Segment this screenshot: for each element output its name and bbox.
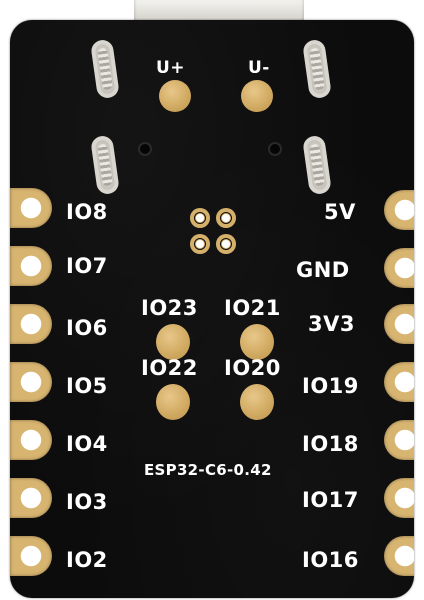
right-pin-label: 3V3 (308, 312, 355, 336)
left-pin-label: IO5 (66, 374, 108, 398)
board-sheen (10, 20, 414, 598)
usb-minus-pad (241, 80, 273, 112)
left-pin-label: IO2 (66, 548, 108, 572)
right-pin-label: IO17 (302, 488, 359, 512)
castellated-pin-icon (384, 420, 414, 460)
castellated-pin-icon (10, 246, 52, 286)
castellated-pin-icon (10, 536, 52, 576)
small-pad-2 (216, 208, 236, 228)
io21-pad (240, 324, 274, 360)
board-name-label: ESP32-C6-0.42 (144, 461, 272, 479)
castellated-pin-icon (10, 188, 52, 228)
castellated-pin-icon (384, 190, 414, 230)
usb-plus-label: U+ (156, 58, 186, 78)
left-pin-label: IO8 (66, 200, 108, 224)
left-pin-label: IO3 (66, 490, 108, 514)
right-pin-label: IO19 (302, 374, 359, 398)
io22-label: IO22 (141, 356, 198, 380)
io22-pad (156, 384, 190, 420)
small-pad-3 (190, 234, 210, 254)
right-pin-label: GND (296, 258, 350, 282)
usb-plus-pad (159, 80, 191, 112)
castellated-pin-icon (10, 362, 52, 402)
pcb-board: U+ U- IO23 IO21 IO22 IO20 ESP32-C6-0.42 … (10, 20, 414, 598)
left-pin-label: IO6 (66, 316, 108, 340)
castellated-pin-icon (384, 304, 414, 344)
right-pin-label: 5V (324, 200, 356, 224)
castellated-pin-icon (10, 304, 52, 344)
io23-pad (156, 324, 190, 360)
castellated-pin-icon (10, 420, 52, 460)
right-pin-label: IO16 (302, 548, 359, 572)
via-right (268, 142, 282, 156)
io20-pad (240, 384, 274, 420)
left-pin-label: IO7 (66, 254, 108, 278)
usb-minus-label: U- (248, 58, 270, 78)
castellated-pin-icon (384, 248, 414, 288)
io21-label: IO21 (224, 296, 281, 320)
io23-label: IO23 (141, 296, 198, 320)
left-pin-label: IO4 (66, 432, 108, 456)
small-pad-1 (190, 208, 210, 228)
castellated-pin-icon (384, 478, 414, 518)
castellated-pin-icon (384, 362, 414, 402)
right-pin-label: IO18 (302, 432, 359, 456)
castellated-pin-icon (384, 536, 414, 576)
io20-label: IO20 (224, 356, 281, 380)
castellated-pin-icon (10, 478, 52, 518)
small-pad-4 (216, 234, 236, 254)
via-left (138, 142, 152, 156)
